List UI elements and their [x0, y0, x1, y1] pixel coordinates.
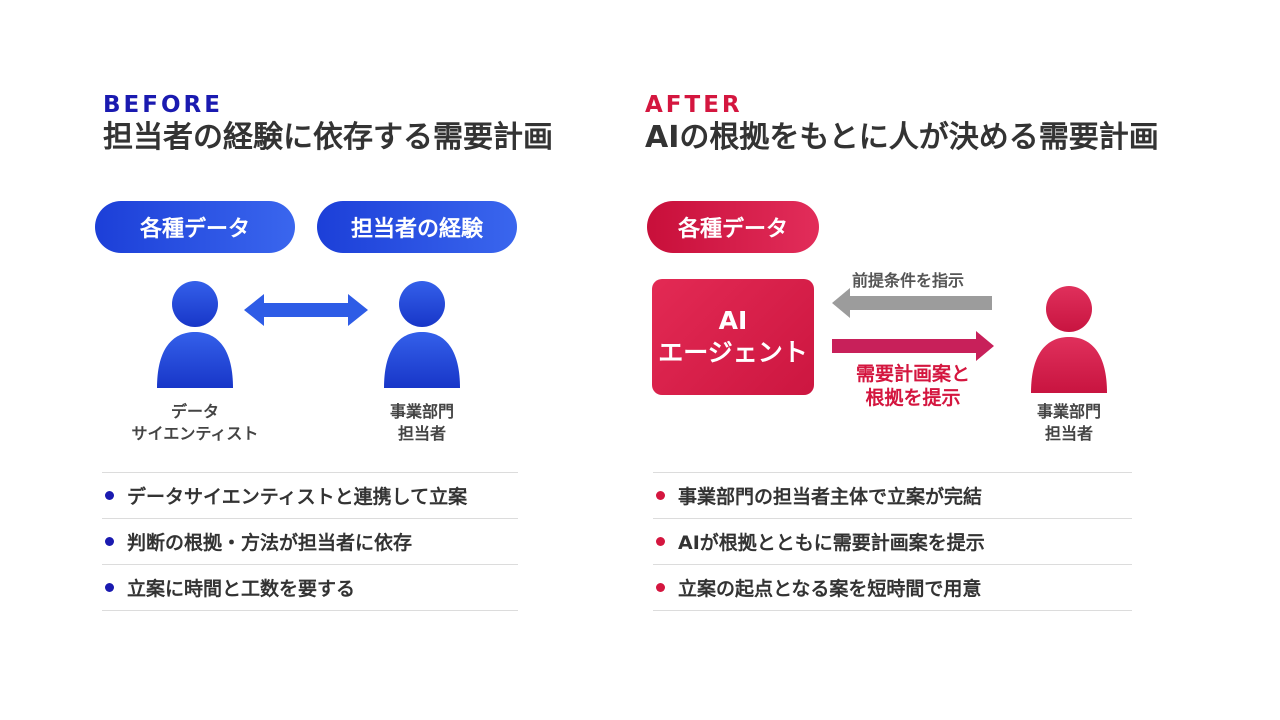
list-item: AIが根拠とともに需要計画案を提示	[653, 519, 1132, 565]
before-tag: BEFORE	[103, 92, 223, 118]
list-item: 立案の起点となる案を短時間で用意	[653, 565, 1132, 611]
after-business-staff-label: 事業部門 担当者	[1036, 402, 1101, 444]
after-pill-data: 各種データ	[647, 201, 819, 253]
business-staff-label: 事業部門 担当者	[389, 402, 454, 444]
data-scientist-label: データ サイエンティスト	[131, 402, 259, 444]
business-staff-person-icon	[384, 281, 460, 388]
after-bullet-list: 事業部門の担当者主体で立案が完結 AIが根拠とともに需要計画案を提示 立案の起点…	[653, 472, 1132, 611]
list-item: 立案に時間と工数を要する	[102, 565, 518, 611]
before-pill-data: 各種データ	[95, 201, 295, 253]
arrow-right-icon	[832, 331, 994, 361]
list-item: 事業部門の担当者主体で立案が完結	[653, 473, 1132, 519]
double-arrow-icon	[244, 294, 368, 326]
data-scientist-person-icon	[157, 281, 233, 388]
present-plan-label: 需要計画案と 根拠を提示	[855, 363, 970, 409]
instruct-premise-label: 前提条件を指示	[852, 271, 965, 290]
before-headline: 担当者の経験に依存する需要計画	[103, 120, 553, 155]
before-bullet-list: データサイエンティストと連携して立案 判断の根拠・方法が担当者に依存 立案に時間…	[102, 472, 518, 611]
after-tag: AFTER	[645, 92, 743, 118]
after-headline: AIの根拠をもとに人が決める需要計画	[645, 120, 1159, 155]
ai-agent-box: AI エージェント	[652, 279, 814, 395]
list-item: 判断の根拠・方法が担当者に依存	[102, 519, 518, 565]
before-pill-experience: 担当者の経験	[317, 201, 517, 253]
after-business-staff-person-icon	[1031, 286, 1107, 393]
arrow-left-icon	[832, 288, 992, 318]
list-item: データサイエンティストと連携して立案	[102, 473, 518, 519]
